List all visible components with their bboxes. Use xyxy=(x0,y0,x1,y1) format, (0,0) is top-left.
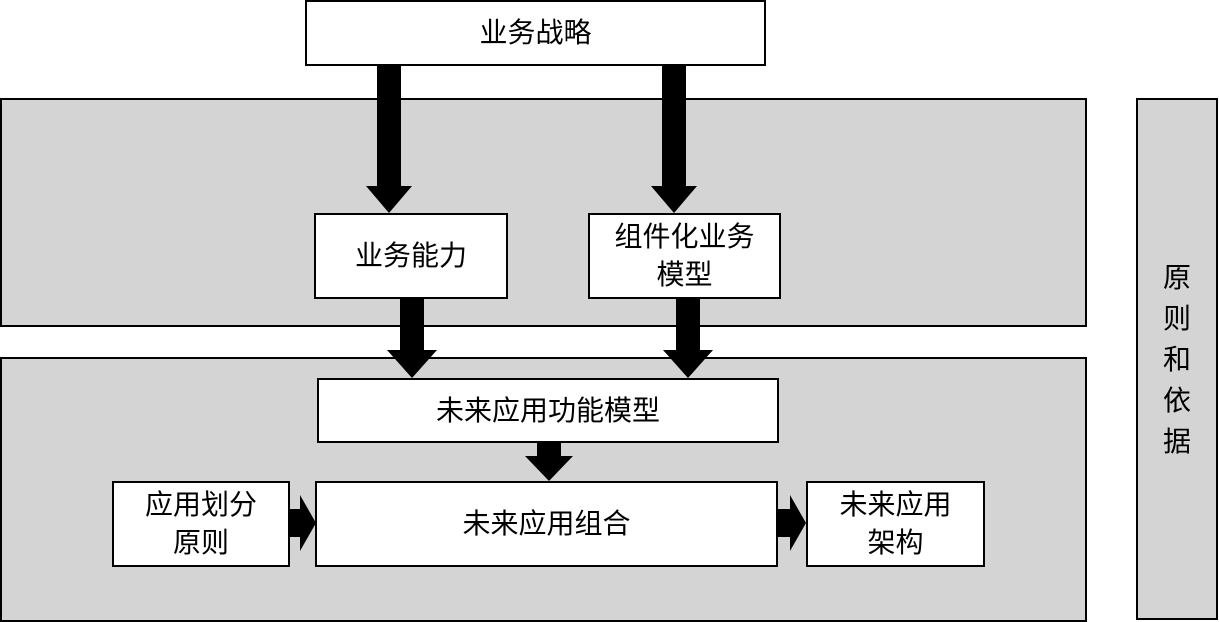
architecture-box: 未来应用 架构 xyxy=(806,481,985,567)
business-panel xyxy=(0,98,1087,327)
capability-box: 业务能力 xyxy=(314,213,508,299)
portfolio-box: 未来应用组合 xyxy=(315,481,778,567)
principles-label: 原 则 和 依 据 xyxy=(1136,98,1218,620)
principles-char: 依 xyxy=(1162,383,1191,417)
partition-principles-box: 应用划分 原则 xyxy=(112,481,290,567)
function-model-box: 未来应用功能模型 xyxy=(317,378,779,443)
principles-char: 则 xyxy=(1162,301,1191,335)
principles-char: 原 xyxy=(1162,260,1191,294)
strategy-box: 业务战略 xyxy=(305,0,766,66)
principles-char: 据 xyxy=(1162,424,1191,458)
principles-char: 和 xyxy=(1162,342,1191,376)
principles-panel xyxy=(1136,98,1218,620)
component-model-box: 组件化业务 模型 xyxy=(588,213,781,299)
